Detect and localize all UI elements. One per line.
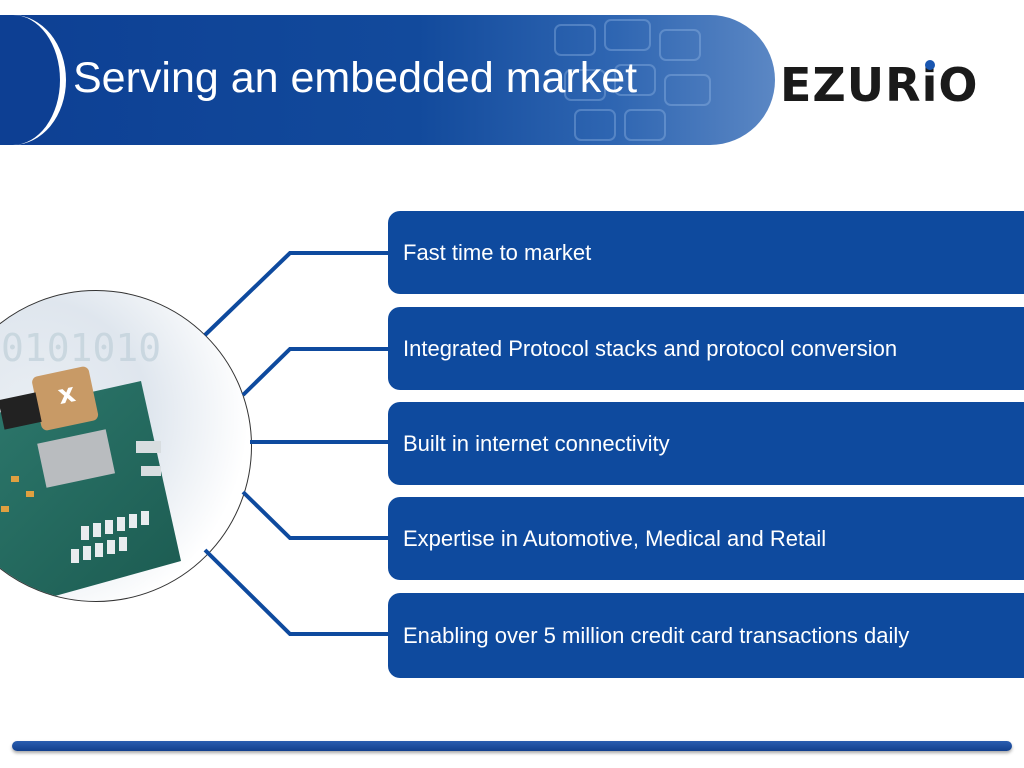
logo-i-text: i <box>921 58 939 112</box>
keypad-background-graphic <box>554 19 711 141</box>
logo-text-left: EZUR <box>780 58 922 112</box>
connector-5 <box>203 548 388 636</box>
item-protocol-stacks: Integrated Protocol stacks and protocol … <box>388 307 1024 390</box>
item-internet-connectivity: Built in internet connectivity <box>388 402 1024 485</box>
item-label: Built in internet connectivity <box>403 430 670 456</box>
connector-1 <box>203 251 388 337</box>
logo-letter-i: i <box>922 58 939 112</box>
connector-2 <box>241 347 388 397</box>
item-label: Fast time to market <box>403 239 592 265</box>
item-label: Enabling over 5 million credit card tran… <box>403 622 910 648</box>
slide-title: Serving an embedded market <box>73 54 638 102</box>
connector-4 <box>241 490 388 540</box>
logo-dot <box>924 60 935 70</box>
item-expertise: Expertise in Automotive, Medical and Ret… <box>388 497 1024 580</box>
item-credit-card-transactions: Enabling over 5 million credit card tran… <box>388 593 1024 678</box>
item-label: Expertise in Automotive, Medical and Ret… <box>403 525 827 551</box>
logo-text-right: O <box>938 58 979 112</box>
svg-text:x: x <box>55 378 78 411</box>
title-banner <box>0 15 775 145</box>
bottom-bar <box>12 741 1012 751</box>
item-label: Integrated Protocol stacks and protocol … <box>403 335 898 361</box>
item-fast-time-to-market: Fast time to market <box>388 211 1024 294</box>
circuit-board-icon: 0101010 x <box>0 326 181 601</box>
circuit-board-photo: 0101010 x <box>0 290 252 602</box>
svg-text:0101010: 0101010 <box>1 326 161 370</box>
